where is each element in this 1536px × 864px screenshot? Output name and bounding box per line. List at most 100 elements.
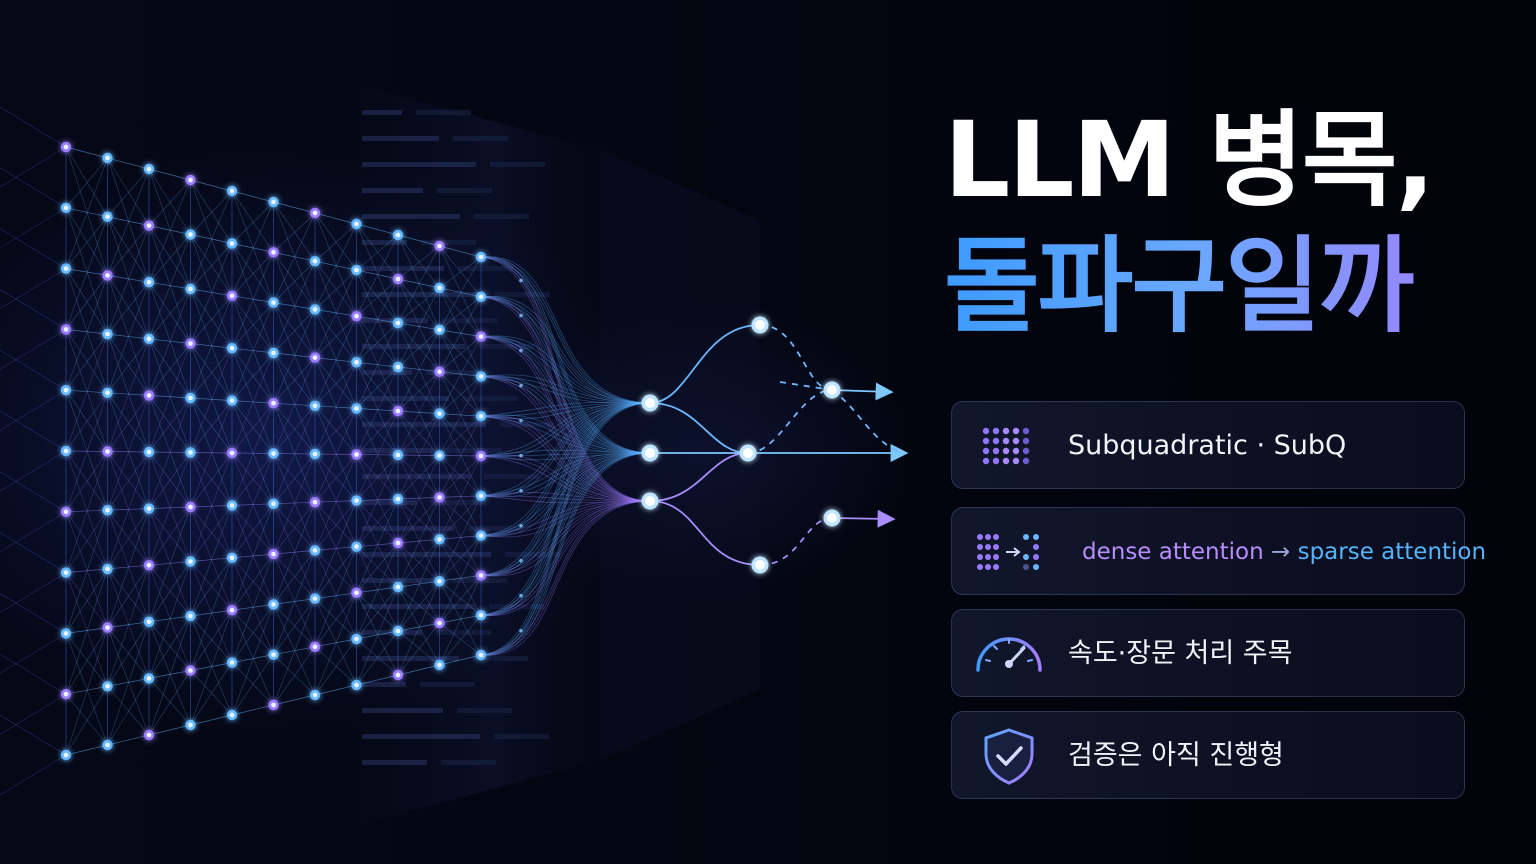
funnel-line [480,374,651,404]
network-link [439,495,482,582]
network-link [107,157,150,226]
network-link [107,157,150,283]
network-link [273,201,316,214]
rack-slot [362,110,402,115]
network-link [314,260,357,317]
network-link [65,157,108,209]
network-link [356,546,399,632]
network-link [148,338,191,399]
network-link [0,268,67,309]
network-node-core [229,555,235,561]
network-link [65,216,108,269]
network-link [65,572,108,628]
network-link [356,322,399,409]
network-node-core [354,682,359,688]
grid-dot [993,564,999,570]
network-link [273,501,316,555]
network-link [190,557,233,562]
network-node-core [146,336,152,342]
network-link [356,366,399,455]
funnel-line [480,296,651,502]
network-node-core [354,498,359,503]
grid-dot [993,554,999,560]
network-link [0,106,67,148]
network-link [107,509,150,566]
network-link [190,452,233,454]
network-link [0,450,67,492]
network-link [397,580,440,632]
network-link [148,338,191,453]
branch-path [831,382,894,401]
funnel-line [480,452,651,656]
funnel-line [480,415,651,502]
network-link [190,452,233,506]
network-link [231,243,274,354]
network-link [314,454,357,551]
network-link [231,352,274,454]
network-link [231,557,274,605]
network-link [107,216,150,226]
network-node-core [63,631,69,636]
network-link [397,538,440,544]
network-node-core [188,177,193,183]
network-link [314,501,357,547]
network-node-core [312,692,318,698]
network-link [65,268,108,335]
network-link [190,288,233,297]
network-link [356,278,399,363]
network-link [190,400,233,453]
network-link [439,535,482,582]
network-link [397,542,440,582]
network-link [397,622,440,632]
network-link [107,333,150,453]
rack-slot [474,214,529,219]
network-link [356,674,399,686]
network-link [190,610,233,671]
network-link [0,572,67,613]
sparse-dot [1033,564,1039,570]
network-node-core [271,702,276,708]
network-node-core [312,403,318,409]
network-link [148,179,191,226]
network-link [190,190,233,235]
grid-dot [977,564,983,570]
grid-dot [1022,457,1030,465]
grid-dot [985,554,991,560]
network-link [397,366,440,456]
network-link [273,260,316,303]
rack-slot [362,344,465,349]
funnel-dot [519,628,523,633]
network-link [356,542,399,640]
rack-slot [362,396,449,401]
network-link [231,505,274,605]
network-link [439,371,482,457]
network-link [356,278,399,317]
network-link [190,400,233,508]
funnel-line [480,402,651,616]
branch-node-core [755,320,765,330]
rack-slot [362,188,423,193]
network-link [65,568,108,634]
network-link [148,395,191,453]
funnel-dot [519,313,523,318]
network-link [439,296,482,331]
network-link [148,234,191,339]
rack-slot [362,214,460,219]
network-node-core [188,504,193,510]
network-link [190,557,233,671]
network-link [397,454,440,540]
card-attention-label: dense attention → sparse attention [1082,508,1486,596]
network-node-core [105,155,110,161]
network-link [107,333,150,340]
network-link [273,604,316,696]
network-link [397,581,440,676]
network-link [439,455,482,497]
funnel-dot [519,348,523,353]
network-link [397,622,440,676]
network-node-core [478,493,484,499]
network-link [231,252,274,297]
network-link [65,389,108,394]
network-link [273,502,316,605]
network-link [356,586,399,686]
network-link [273,503,316,599]
